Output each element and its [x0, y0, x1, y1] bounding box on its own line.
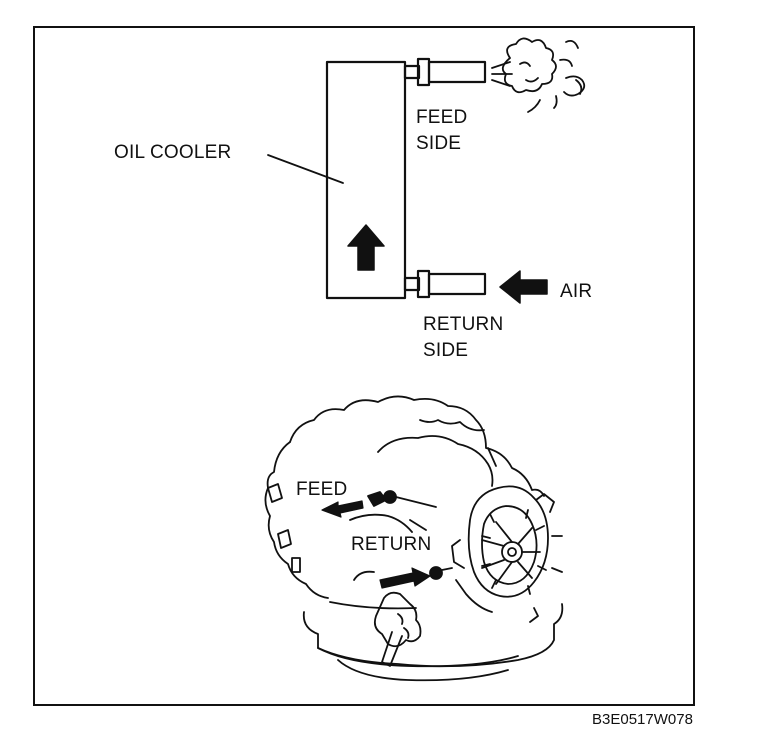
air-inflow-arrow-icon: [499, 270, 548, 304]
return-fitting-bolt-icon: [429, 566, 453, 580]
figure-code: B3E0517W078: [592, 711, 693, 728]
return-side-fitting: [403, 269, 487, 299]
return-label: RETURN: [351, 534, 432, 555]
air-label: AIR: [560, 281, 593, 302]
diagram-frame: [33, 26, 695, 706]
feed-side-label-line2: SIDE: [416, 133, 462, 154]
feed-side-label-line1: FEED: [416, 107, 468, 128]
oil-cooler-label: OIL COOLER: [114, 142, 232, 163]
transaxle-illustration: [264, 395, 564, 682]
return-side-label-line1: RETURN: [423, 314, 504, 335]
return-side-label-line2: SIDE: [423, 340, 469, 361]
feed-fitting-bolt-icon: [367, 490, 437, 508]
feed-label: FEED: [296, 479, 348, 500]
air-exhaust-cloud-icon: [491, 37, 586, 113]
feed-side-fitting: [403, 57, 487, 87]
feed-outflow-arrow-icon: [321, 500, 364, 518]
return-inflow-arrow-icon: [379, 567, 431, 589]
oil-cooler-leader-line: [267, 154, 344, 184]
flow-up-arrow-icon: [347, 224, 385, 271]
